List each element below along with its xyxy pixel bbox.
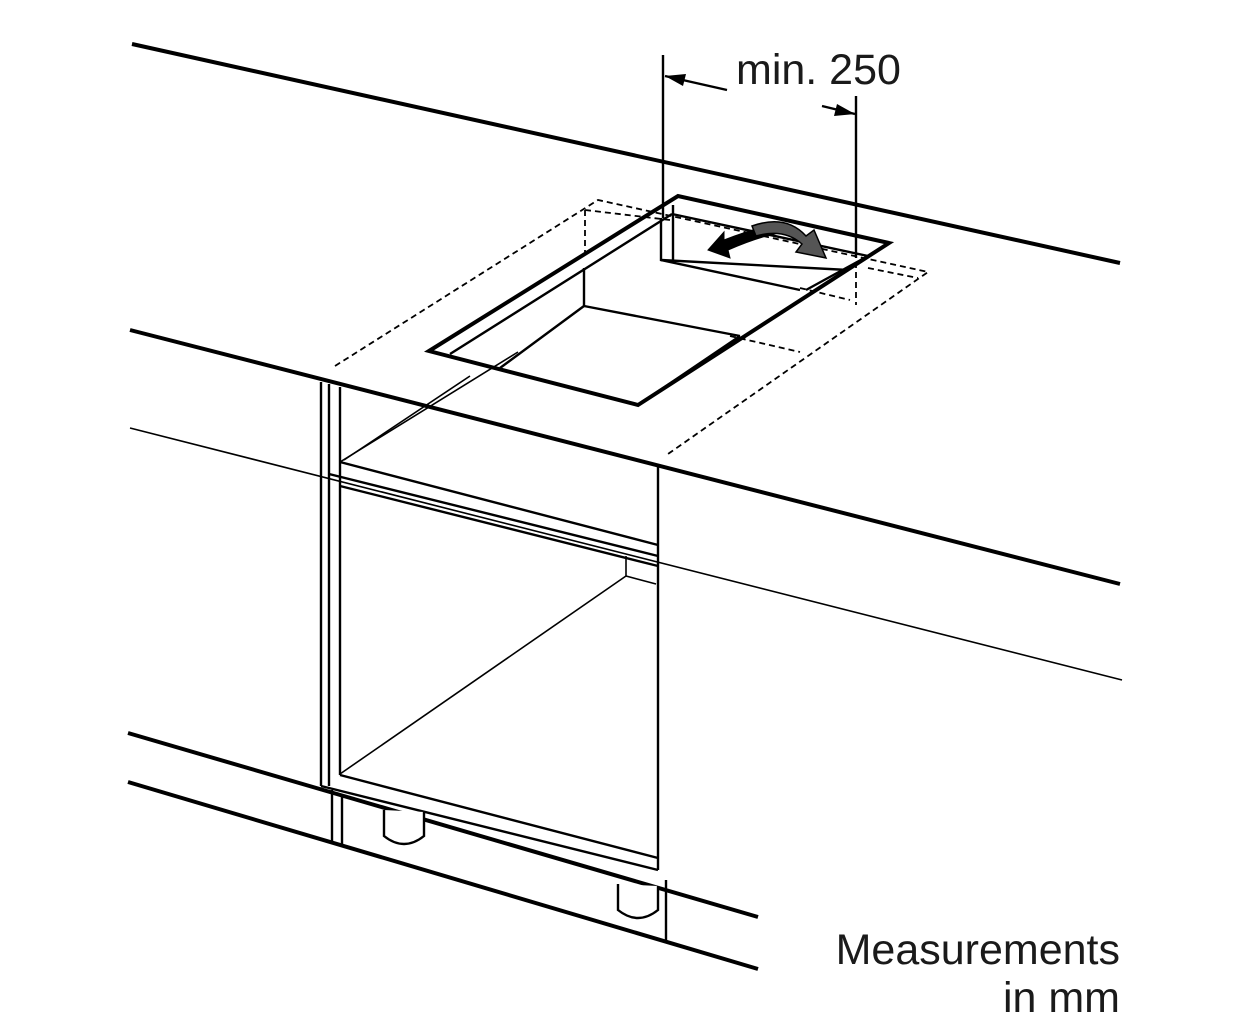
base-cabinet (319, 351, 660, 872)
note-line-1: Measurements (836, 926, 1120, 974)
foot-right (616, 884, 660, 920)
worktop-underside-edge (129, 427, 1123, 681)
dimension-label: min. 250 (736, 46, 901, 94)
airflow-arrows (707, 221, 828, 260)
foot-left (382, 810, 426, 846)
worktop-front-edge (129, 328, 1121, 586)
plinth (127, 731, 759, 971)
worktop-cutout (423, 193, 895, 408)
worktop (129, 42, 1123, 681)
cabinet-feet (382, 810, 660, 920)
note-line-2: in mm (1003, 974, 1120, 1022)
dimension-min-250: min. 250 (661, 46, 901, 258)
arrow-curved-icon (751, 221, 828, 260)
worktop-back-edge (131, 42, 1121, 265)
cutout-rim (423, 193, 895, 408)
hob-outline-dashed (334, 199, 931, 455)
measurement-note: Measurements in mm (836, 926, 1120, 1022)
